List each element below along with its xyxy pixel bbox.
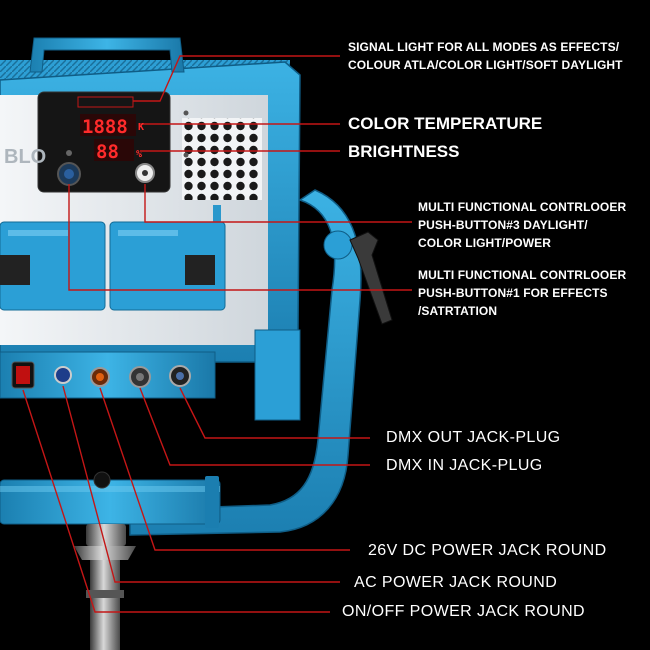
callout-push-button-3: MULTI FUNCTIONAL CONTRLOOER PUSH-BUTTON#… xyxy=(418,200,627,250)
battery-plates xyxy=(0,221,226,311)
tilt-lock-handle xyxy=(323,230,393,325)
callout-dmx-in: DMX IN JACK-PLUG xyxy=(386,457,543,474)
control-panel xyxy=(37,91,171,193)
temp-unit: K xyxy=(138,122,144,133)
carry-handle xyxy=(29,37,185,73)
callout-ac-power: AC POWER JACK ROUND xyxy=(354,574,558,591)
callout-lines xyxy=(22,55,412,613)
callout-color-temperature: COLOR TEMPERATURE xyxy=(348,114,543,133)
connector-panel xyxy=(0,329,301,421)
callout-onoff-power: ON/OFF POWER JACK ROUND xyxy=(342,603,585,620)
brightness-unit: % xyxy=(136,149,142,160)
brightness-digits: 88 xyxy=(96,141,119,163)
temp-digits: 1888 xyxy=(82,116,128,138)
callout-26v-dc-power: 26V DC POWER JACK ROUND xyxy=(368,542,607,559)
callout-brightness: BRIGHTNESS xyxy=(348,142,460,161)
stand-spigot xyxy=(74,524,136,650)
callout-push-button-1: MULTI FUNCTIONAL CONTRLOOER PUSH-BUTTON#… xyxy=(418,268,627,318)
brand-text: BLO xyxy=(4,146,46,168)
led-displays: 1888 K 88 % BLO xyxy=(4,116,144,168)
callout-dmx-out: DMX OUT JACK-PLUG xyxy=(386,429,561,446)
callout-signal-light: SIGNAL LIGHT FOR ALL MODES AS EFFECTS/ C… xyxy=(348,40,623,72)
